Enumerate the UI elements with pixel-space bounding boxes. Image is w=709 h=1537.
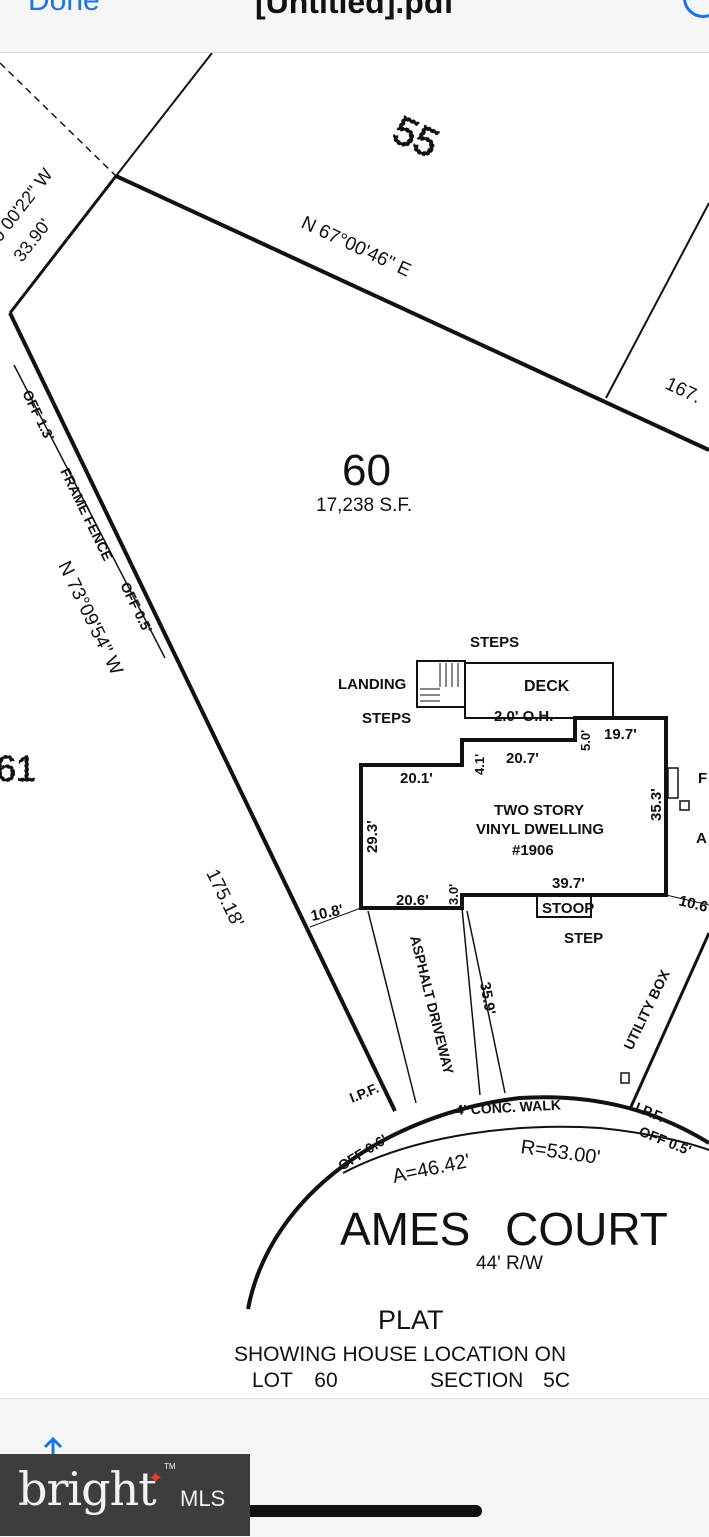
utility-box [620, 1072, 630, 1084]
star-icon: ✦ [148, 1468, 164, 1488]
adjacent-lot-top: 55 [386, 108, 445, 167]
bright-mls-watermark: bright ✦ TM MLS [0, 1454, 250, 1536]
street-name: AMES COURT [340, 1203, 668, 1255]
plat-lot: LOT 60 [252, 1369, 338, 1392]
off-left: OFF 0.6' [335, 1131, 390, 1174]
steps-top-label: STEPS [470, 634, 519, 651]
dim-35-9: 35.9' [476, 981, 498, 1016]
dim-39-7: 39.7' [552, 875, 585, 892]
dim-5-0: 5.0' [578, 730, 593, 751]
dwelling-line2: VINYL DWELLING [476, 821, 604, 838]
watermark-tm: TM [164, 1462, 176, 1471]
boundary-right [628, 932, 709, 1110]
plat-title: PLAT [378, 1305, 444, 1335]
plat-section: SECTION 5C [430, 1369, 570, 1392]
arc-label: A=46.42' [390, 1150, 472, 1188]
bearing-left: N 73°09'54" W [54, 558, 127, 678]
home-indicator[interactable] [232, 1505, 482, 1517]
dim-10-8: 10.8' [309, 901, 345, 924]
ipf-left: I.P.F. [347, 1080, 381, 1106]
boundary-top [115, 174, 709, 452]
dim-10-6: 10.6 [677, 892, 709, 916]
pdf-toolbar: Done [Untitled].pdf [0, 0, 709, 53]
dim-29-3: 29.3' [364, 820, 381, 853]
utility-box-label: UTILITY BOX [620, 967, 673, 1053]
step-label: STEP [564, 930, 603, 947]
lot-number: 60 [342, 446, 391, 495]
dim-35-3: 35.3' [648, 788, 665, 821]
right-of-way: 44' R/W [476, 1253, 543, 1274]
watermark-word: bright [18, 1462, 157, 1516]
dim-20-1: 20.1' [400, 770, 433, 787]
radius-label: R=53.00' [519, 1136, 601, 1169]
boundary-left [8, 312, 397, 1112]
stairs-landing [416, 660, 466, 708]
boundary-corner [8, 175, 118, 314]
right-edge-top: F [698, 770, 707, 787]
done-button[interactable]: Done [28, 0, 100, 17]
overhang-label: 2.0' O.H. [494, 708, 553, 725]
plat-drawing: 55 61 N 67°00'46" E 0 00'22" W 33.90' 16… [0, 53, 709, 1392]
plat-subtitle: SHOWING HOUSE LOCATION ON [234, 1343, 566, 1366]
dim-20-6: 20.6' [396, 892, 429, 909]
landing-label: LANDING [338, 676, 406, 693]
dwelling-line1: TWO STORY [494, 802, 584, 819]
plat-document: 55 61 N 67°00'46" E 0 00'22" W 33.90' 16… [0, 53, 709, 1398]
watermark-mls: MLS [180, 1486, 226, 1511]
dim-20-7: 20.7' [506, 750, 539, 767]
adjacent-lot-left: 61 [0, 748, 36, 789]
dwelling-line3: #1906 [512, 842, 554, 859]
dwelling-outline [359, 716, 668, 910]
lot-area: 17,238 S.F. [316, 495, 412, 516]
street-curb [246, 1095, 709, 1310]
dim-3-0: 3.0' [446, 884, 461, 905]
bearing-top: N 67°00'46" E [298, 212, 414, 281]
ipf-right: I.P.F. [633, 1099, 667, 1125]
right-edge-bottom: A [696, 830, 707, 847]
stoop-label: STOOP [542, 900, 594, 917]
dim-4-1: 4.1' [472, 754, 487, 775]
driveway-label: ASPHALT DRIVEWAY [407, 934, 457, 1077]
steps-left-label: STEPS [362, 710, 411, 727]
dist-left: 175.18' [202, 866, 248, 931]
deck-label: DECK [524, 678, 570, 695]
dim-19-7: 19.7' [604, 726, 637, 743]
walk-label: 4' CONC. WALK [455, 1097, 561, 1118]
document-title: [Untitled].pdf [254, 0, 455, 20]
dist-top-right: 167. [662, 373, 704, 408]
stoop [536, 894, 592, 918]
